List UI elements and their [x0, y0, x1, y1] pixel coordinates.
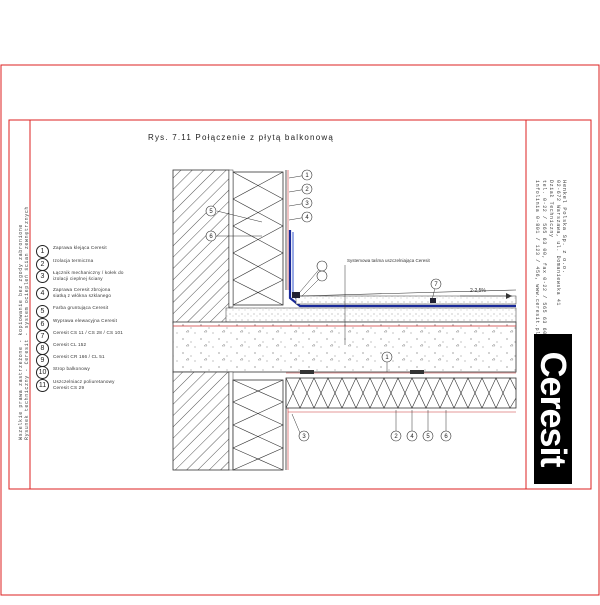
callout-6: 6 — [209, 234, 213, 240]
callout-l2: 2 — [394, 434, 398, 440]
callout-fix: 3 — [302, 434, 306, 440]
callouts — [205, 169, 452, 442]
sealing-tape-label: Systemowa taśma uszczelniająca Ceresit — [347, 258, 431, 263]
left-side-text-1: Rysunek techniczny - Ceresit - system oc… — [24, 205, 30, 440]
legend-text: Zaprawa klejąca Ceresit — [53, 245, 107, 250]
legend-item: 4 Zaprawa Ceresit zbrojona siatką z włókn… — [36, 287, 125, 300]
legend-number: 10 — [36, 366, 49, 379]
right-side-text-1: Henkel Polska Sp. z o.o. — [561, 180, 568, 274]
ceresit-logo: Ceresit — [533, 334, 574, 484]
callout-slab: 1 — [385, 355, 389, 361]
legend-number: 4 — [36, 287, 49, 300]
legend-item: 5 Farba gruntująca Ceresit — [36, 305, 108, 318]
drawing-title: Rys. 7.11 Połączenie z płytą balkonową — [148, 133, 334, 142]
slope-label: 2-2,5% — [470, 288, 486, 294]
callout-u2: 2 — [305, 187, 309, 193]
legend-item: 3 Łącznik mechaniczny / kołek do izolacji… — [36, 270, 125, 283]
legend-text: Ceresit CS 11 / CS 28 / CS 101 — [53, 330, 124, 335]
legend-text: Uszczelniacz poliuretanowy Ceresit CS 29 — [53, 379, 115, 390]
legend-text: Ceresit CR 166 / CL 51 — [53, 354, 105, 359]
right-side-text-2: 02-672 Warszawa, ul. Domaniewska 41 — [555, 180, 561, 307]
callout-l4: 4 — [410, 434, 414, 440]
callout-u3: 3 — [305, 201, 309, 207]
callout-7: 7 — [434, 282, 438, 288]
legend-text: Strop balkonowy — [53, 366, 90, 371]
callout-u1: 1 — [305, 173, 309, 179]
right-side-text-5: infolinia 0-801 / 123 / 456, www.ceresit… — [534, 180, 540, 335]
brand-text: Ceresit — [533, 351, 574, 467]
legend-text: Ceresit CL 152 — [53, 342, 87, 347]
legend-text: Wyprawa elewacyjna Ceresit — [53, 318, 118, 323]
right-side-text-4: tel. 0-22 / 565 63 00, fax 0-22 / 565 63… — [541, 180, 547, 335]
legend-number: 1 — [36, 245, 49, 258]
legend-item: 11 Uszczelniacz poliuretanowy Ceresit CS … — [36, 379, 125, 392]
legend-text: Farba gruntująca Ceresit — [53, 305, 109, 310]
legend-number: 3 — [36, 270, 49, 283]
callout-5: 5 — [209, 209, 213, 215]
callout-l6: 6 — [444, 434, 448, 440]
legend-item: 10 Strop balkonowy — [36, 366, 90, 379]
legend-text: Zaprawa Ceresit zbrojona siatką z włókna… — [53, 287, 112, 298]
legend-number: 11 — [36, 379, 49, 392]
legend-item: 1 Zaprawa klejąca Ceresit — [36, 245, 107, 258]
callout-l5: 5 — [426, 434, 430, 440]
legend-number: 5 — [36, 305, 49, 318]
right-side-text-3: Dział Techniczny — [548, 180, 554, 238]
left-side-text-2: Wszelkie prawa zastrzeżone - kopiowanie … — [18, 223, 24, 440]
legend-text: Izolacja termiczna — [53, 258, 94, 263]
legend-text: Łącznik mechaniczny / kołek do izolacji … — [53, 270, 124, 281]
callout-u4: 4 — [305, 215, 309, 221]
